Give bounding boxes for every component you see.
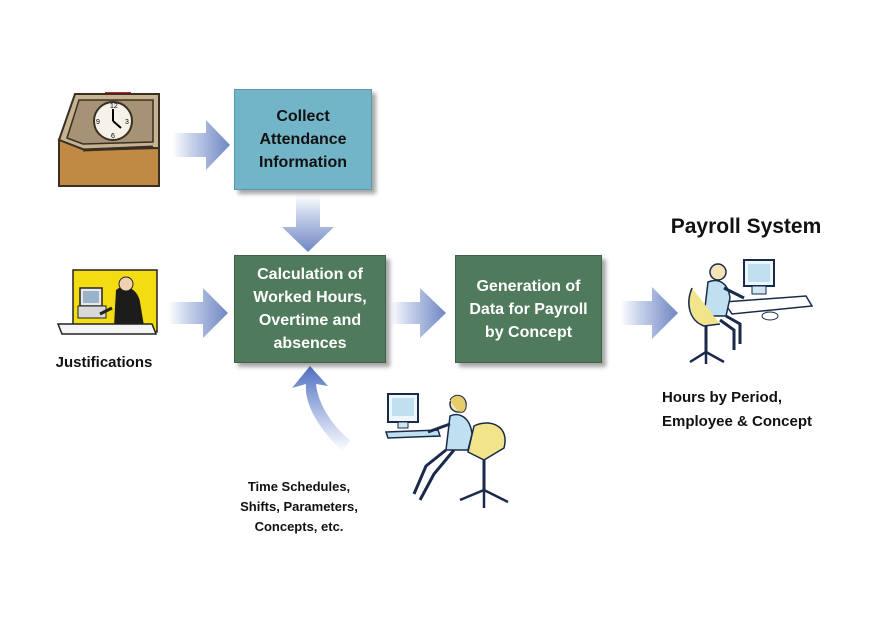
arrow-clock-to-collect <box>172 120 230 170</box>
generation-box: Generation of Data for Payroll by Concep… <box>455 255 602 363</box>
time-clock-icon: 12 3 6 9 <box>57 92 160 187</box>
svg-text:12: 12 <box>110 103 118 110</box>
svg-text:9: 9 <box>96 119 100 126</box>
svg-text:3: 3 <box>125 119 129 126</box>
justifications-label: Justifications <box>55 354 153 371</box>
arrow-schedules-to-calc <box>292 366 350 452</box>
arrow-calc-to-generation <box>390 288 446 338</box>
payroll-operator-icon <box>688 259 814 364</box>
hours-by-label: Hours by Period, Employee & Concept <box>662 389 813 430</box>
svg-text:6: 6 <box>111 133 115 140</box>
worker-at-computer-icon <box>56 269 158 335</box>
arrow-generation-to-payroll <box>620 287 678 339</box>
calculation-box: Calculation of Worked Hours, Overtime an… <box>234 255 386 363</box>
collect-attendance-label: Collect Attendance Information <box>259 108 347 171</box>
time-schedules-label: Time Schedules, Shifts, Parameters, Conc… <box>240 479 358 534</box>
arrow-collect-to-calc <box>282 195 334 252</box>
payroll-system-title: Payroll System <box>670 215 822 238</box>
woman-at-computer-icon <box>384 393 509 508</box>
calculation-label: Calculation of Worked Hours, Overtime an… <box>253 266 367 352</box>
collect-attendance-box: Collect Attendance Information <box>234 89 372 190</box>
arrow-justifications-to-calc <box>168 288 228 338</box>
generation-label: Generation of Data for Payroll by Concep… <box>469 277 588 341</box>
